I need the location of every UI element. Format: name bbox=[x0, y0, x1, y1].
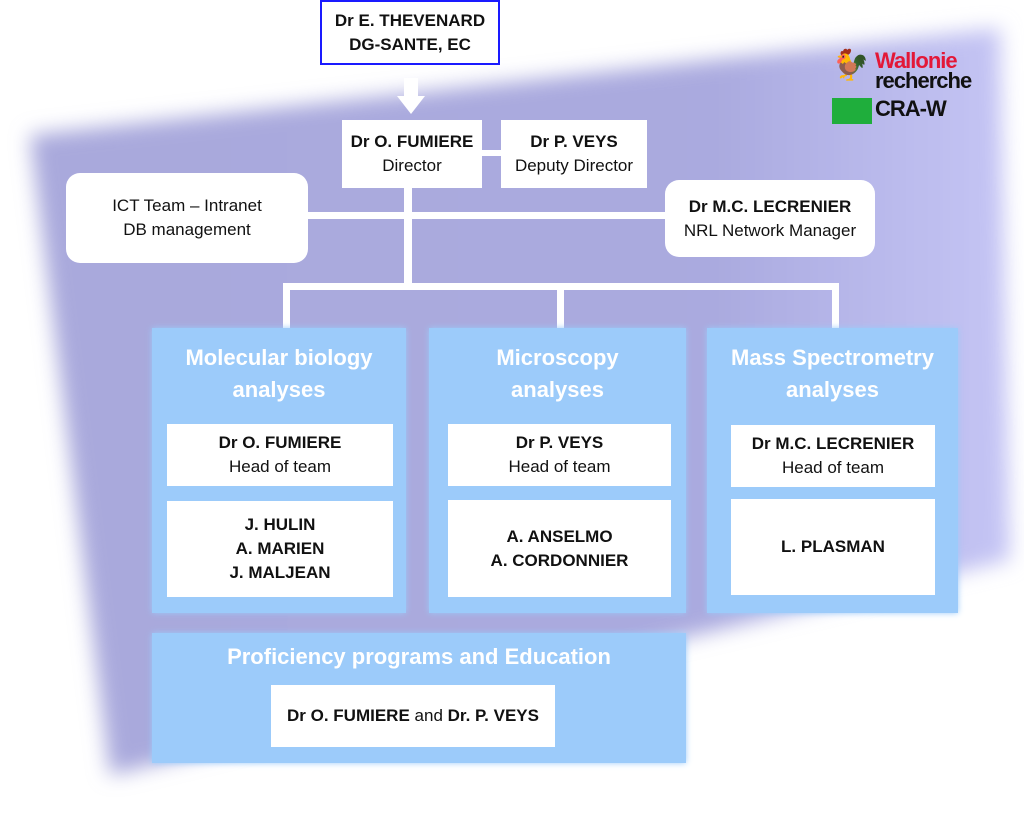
cra-w-logo: 🐓 Wallonie recherche CRA-W bbox=[830, 48, 1000, 128]
member: J. MALJEAN bbox=[229, 563, 331, 582]
arrow-head bbox=[397, 96, 425, 114]
cra-w-leaf-icon bbox=[832, 98, 872, 124]
deputy-role: Deputy Director bbox=[514, 156, 634, 175]
head-role: Head of team bbox=[781, 458, 885, 477]
member: L. PLASMAN bbox=[781, 537, 885, 556]
head-name: Dr P. VEYS bbox=[515, 433, 604, 452]
nrl-box: Dr M.C. LECRENIER NRL Network Manager bbox=[665, 180, 875, 257]
member: A. MARIEN bbox=[235, 539, 325, 558]
proficiency-title: Proficiency programs and Education bbox=[227, 644, 611, 669]
team-head: Dr O. FUMIERE Head of team bbox=[167, 424, 393, 486]
connector bbox=[832, 283, 839, 333]
proficiency-box: Proficiency programs and Education Dr O.… bbox=[152, 633, 686, 763]
nrl-name: Dr M.C. LECRENIER bbox=[688, 196, 852, 216]
supervisor-org: DG-SANTE, EC bbox=[349, 34, 471, 54]
connector bbox=[557, 283, 564, 333]
director-role: Director bbox=[382, 156, 442, 175]
director-box: Dr O. FUMIERE Director bbox=[342, 120, 482, 188]
logo-craw: CRA-W bbox=[875, 96, 947, 121]
deputy-name: Dr P. VEYS bbox=[530, 132, 618, 151]
supervisor-box: Dr E. THEVENARD DG-SANTE, EC bbox=[320, 0, 500, 65]
supervisor-name: Dr E. THEVENARD bbox=[334, 10, 486, 30]
team-members: L. PLASMAN bbox=[731, 499, 935, 595]
logo-wallonie: Wallonie bbox=[875, 48, 958, 73]
nrl-role: NRL Network Manager bbox=[683, 220, 857, 240]
team-head: Dr M.C. LECRENIER Head of team bbox=[731, 425, 935, 487]
team-title: Microscopy analyses bbox=[496, 345, 619, 402]
ict-line1: ICT Team – Intranet bbox=[112, 196, 262, 215]
connector bbox=[404, 185, 412, 285]
ict-line2: DB management bbox=[123, 220, 251, 239]
deputy-box: Dr P. VEYS Deputy Director bbox=[501, 120, 647, 188]
head-name: Dr O. FUMIERE bbox=[218, 433, 342, 452]
arrow-icon bbox=[404, 78, 418, 98]
team-title: Mass Spectrometry analyses bbox=[731, 345, 934, 402]
team-molecular: Molecular biology analyses Dr O. FUMIERE… bbox=[152, 328, 406, 613]
ict-box: ICT Team – Intranet DB management bbox=[66, 173, 308, 263]
member: A. CORDONNIER bbox=[490, 550, 629, 570]
proficiency-names: Dr O. FUMIERE and Dr. P. VEYS bbox=[271, 685, 555, 747]
connector bbox=[305, 212, 670, 219]
conjunction: and bbox=[409, 706, 448, 725]
connector bbox=[480, 150, 502, 156]
team-title: Molecular biology analyses bbox=[185, 345, 373, 402]
team-members: A. ANSELMO A. CORDONNIER bbox=[448, 500, 671, 597]
head-role: Head of team bbox=[508, 457, 611, 476]
head-name: Dr M.C. LECRENIER bbox=[751, 434, 915, 453]
director-name: Dr O. FUMIERE bbox=[350, 132, 474, 151]
name: Dr. P. VEYS bbox=[447, 706, 539, 725]
member: J. HULIN bbox=[244, 515, 316, 534]
member: A. ANSELMO bbox=[506, 526, 613, 546]
connector bbox=[283, 283, 290, 333]
team-head: Dr P. VEYS Head of team bbox=[448, 424, 671, 486]
team-members: J. HULIN A. MARIEN J. MALJEAN bbox=[167, 501, 393, 597]
logo-recherche: recherche bbox=[875, 68, 972, 93]
rooster-icon: 🐓 bbox=[832, 49, 870, 82]
team-microscopy: Microscopy analyses Dr P. VEYS Head of te… bbox=[429, 328, 686, 613]
head-role: Head of team bbox=[228, 457, 332, 476]
team-mass-spectrometry: Mass Spectrometry analyses Dr M.C. LECRE… bbox=[707, 328, 958, 613]
name: Dr O. FUMIERE bbox=[287, 706, 410, 725]
